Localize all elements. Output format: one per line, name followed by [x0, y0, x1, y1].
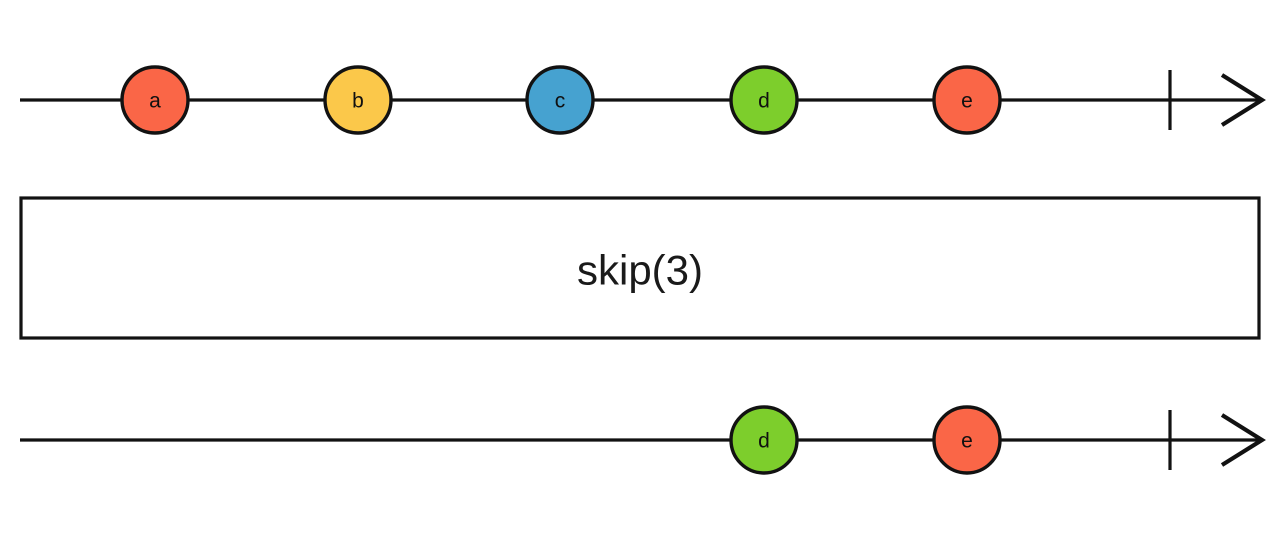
input-marble-group: a b c d e	[120, 65, 1002, 135]
operator-box-outline	[19, 196, 1261, 340]
output-marble-label-e: e	[961, 430, 973, 453]
input-marble-label-b: b	[352, 90, 364, 113]
input-marble-label-c: c	[555, 90, 566, 113]
input-marble-d[interactable]	[729, 65, 799, 135]
input-timeline: a b c d e	[20, 65, 1266, 135]
output-marble-label-d: d	[758, 430, 770, 453]
input-marble-label-a: a	[149, 90, 161, 113]
operator-box-label: skip(3)	[577, 247, 703, 294]
input-marble-c[interactable]	[525, 65, 595, 135]
output-marble-d[interactable]	[729, 405, 799, 475]
input-marble-label-e: e	[961, 90, 973, 113]
output-marble-e[interactable]	[932, 405, 1002, 475]
input-marble-a[interactable]	[120, 65, 190, 135]
input-marble-label-d: d	[758, 90, 770, 113]
input-marble-e[interactable]	[932, 65, 1002, 135]
output-arrow-head	[1220, 413, 1266, 467]
operator-box[interactable]: skip(3)	[19, 196, 1261, 340]
input-arrow-head	[1220, 73, 1266, 127]
input-marble-b[interactable]	[323, 65, 393, 135]
